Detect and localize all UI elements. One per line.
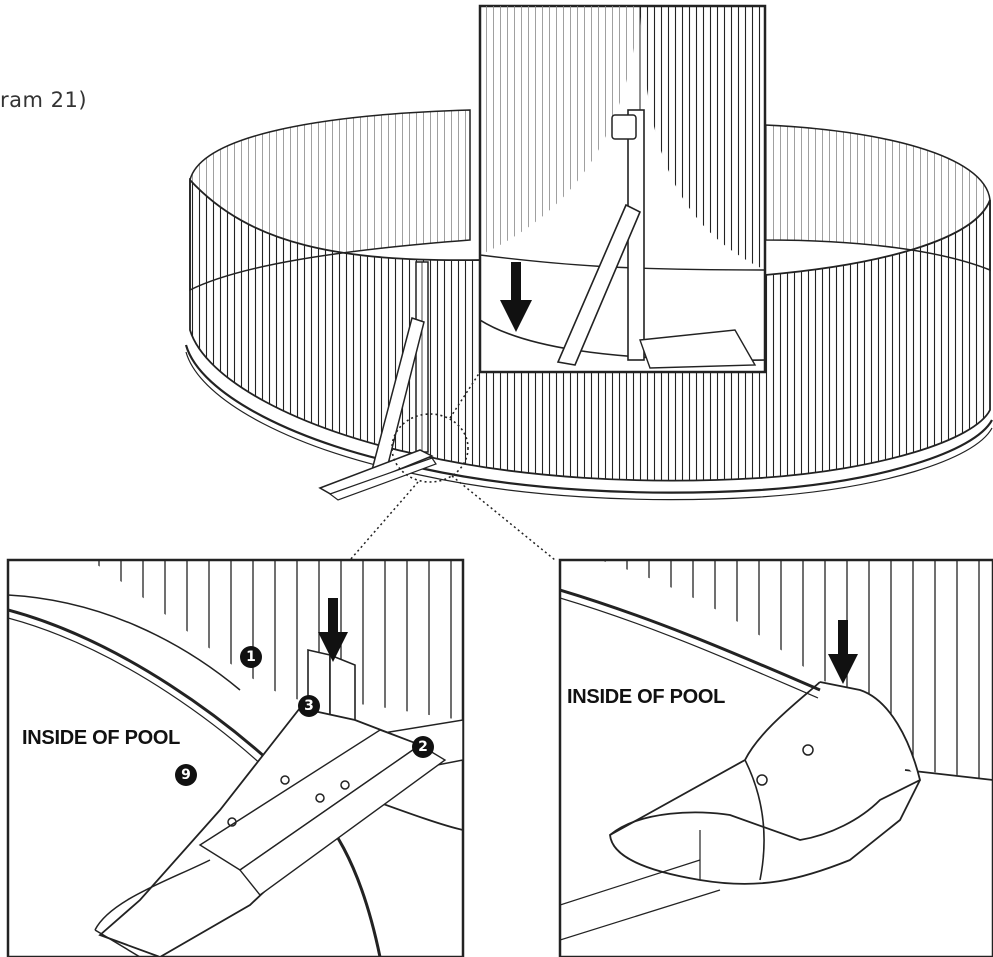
down-arrow-icon-right	[838, 620, 848, 660]
inside-of-pool-label-right: INSIDE OF POOL	[567, 686, 726, 708]
callout-9: 9	[175, 764, 197, 786]
inset-bottom-left	[6, 558, 465, 957]
down-arrow-icon	[511, 262, 521, 306]
base-plate	[318, 449, 434, 497]
diagram-reference-caption: ram 21)	[0, 88, 88, 112]
inset-top	[478, 4, 767, 374]
down-arrow-icon-left	[328, 598, 338, 638]
callout-3: 3	[298, 695, 320, 717]
bottom-track	[184, 344, 993, 494]
inside-of-pool-label-left: INSIDE OF POOL	[22, 727, 181, 749]
pool-overview	[184, 109, 993, 561]
callout-1: 1	[240, 646, 262, 668]
callout-2: 2	[412, 736, 434, 758]
detail-callout-circle	[391, 413, 469, 483]
inset-bottom-right	[558, 558, 993, 957]
